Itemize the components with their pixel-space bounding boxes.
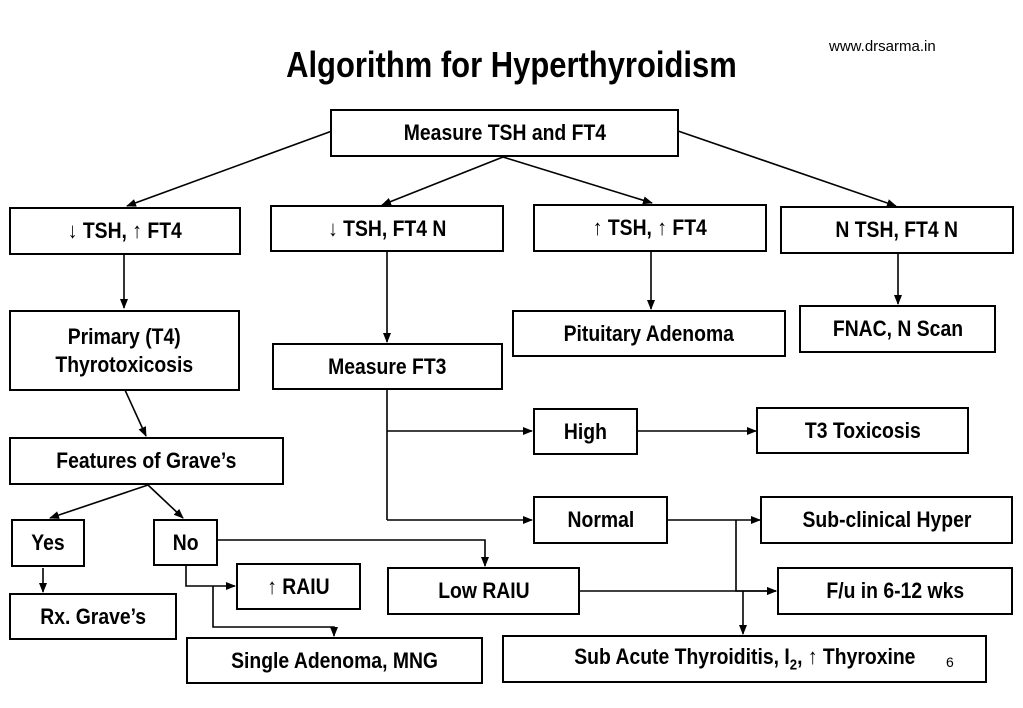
n-tsh-ft4-n-box: N TSH, FT4 N — [780, 206, 1014, 254]
arrow-measure-to-n-n — [677, 130, 897, 207]
single-adenoma-box: Single Adenoma, MNG — [186, 637, 483, 684]
primary-thyrotoxicosis-box: Primary (T4) Thyrotoxicosis — [9, 310, 240, 391]
arrow-no-to-single-adenoma — [212, 586, 338, 637]
normal-box: Normal — [533, 496, 668, 544]
yes-box: Yes — [11, 519, 85, 567]
graves-features-box: Features of Grave’s — [9, 437, 284, 485]
page-title: Algorithm for Hyperthyroidism — [286, 44, 737, 85]
high-tsh-high-ft4-box: ↑ TSH, ↑ FT4 — [533, 204, 767, 252]
rx-graves-box: Rx. Grave’s — [9, 593, 177, 640]
slide-number: 6 — [946, 654, 954, 670]
arrow-measure-to-low-high — [126, 130, 333, 207]
arrow-to-no — [147, 484, 184, 519]
pituitary-adenoma-box: Pituitary Adenoma — [512, 310, 786, 357]
arrow-to-graves-features — [124, 389, 147, 437]
measure-tsh-ft4-box: Measure TSH and FT4 — [330, 109, 679, 157]
arrow-to-yes — [49, 484, 149, 519]
arrow-measure-to-high-high — [502, 156, 653, 205]
low-raiu-box: Low RAIU — [387, 567, 580, 615]
fnac-box: FNAC, N Scan — [799, 305, 996, 353]
t3-toxicosis-box: T3 Toxicosis — [756, 407, 969, 454]
fu-box: F/u in 6-12 wks — [777, 567, 1013, 615]
arrow-no-to-raiu — [185, 566, 236, 590]
no-box: No — [153, 519, 218, 566]
low-tsh-ft4-n-box: ↓ TSH, FT4 N — [270, 205, 504, 252]
raiu-high-box: ↑ RAIU — [236, 563, 361, 610]
low-tsh-high-ft4-box: ↓ TSH, ↑ FT4 — [9, 207, 241, 255]
website-label: www.drsarma.in — [829, 38, 936, 55]
subclinical-hyper-box: Sub-clinical Hyper — [760, 496, 1013, 544]
subacute-thyroiditis-box: Sub Acute Thyroiditis, I2, ↑ Thyroxine — [502, 635, 987, 683]
arrow-no-to-low-raiu — [218, 539, 489, 567]
arrow-measure-to-low-n — [381, 156, 504, 206]
measure-ft3-box: Measure FT3 — [272, 343, 503, 390]
high-box: High — [533, 408, 638, 455]
